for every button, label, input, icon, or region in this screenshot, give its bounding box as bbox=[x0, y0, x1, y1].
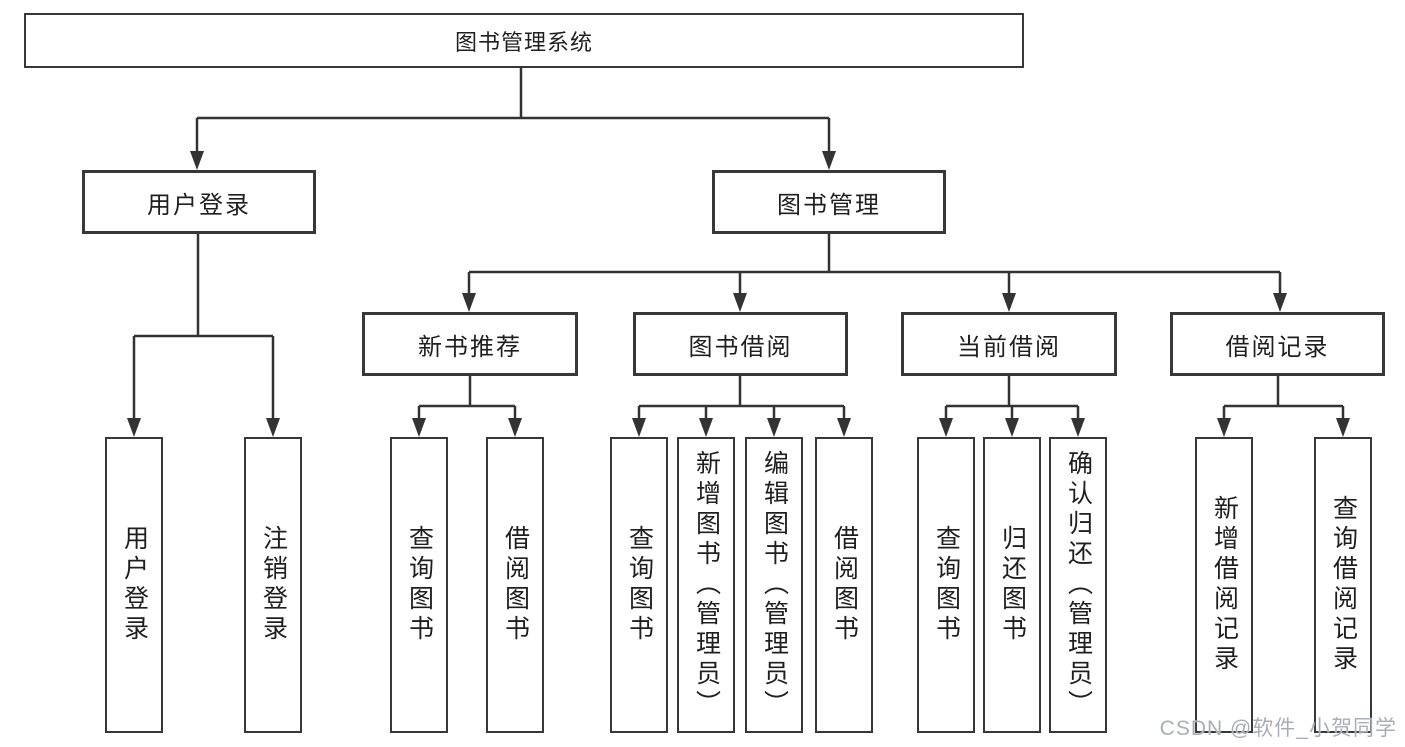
node-book-management: 图书管理 bbox=[712, 170, 946, 234]
node-label: 编辑图书（管理员） bbox=[760, 450, 789, 720]
leaf-confirm-return-admin: 确认归还（管理员） bbox=[1049, 437, 1107, 733]
node-label: 查询图书 bbox=[625, 525, 654, 645]
node-book-borrow: 图书借阅 bbox=[633, 312, 848, 376]
node-label: 查询借阅记录 bbox=[1329, 495, 1358, 675]
connector-records-to-children bbox=[1222, 376, 1345, 419]
node-system-root: 图书管理系统 bbox=[24, 13, 1024, 68]
node-label: 归还图书 bbox=[998, 525, 1027, 645]
arrowheads bbox=[127, 151, 1350, 437]
leaf-edit-books-admin: 编辑图书（管理员） bbox=[745, 437, 803, 733]
node-label: 借阅记录 bbox=[1225, 333, 1330, 361]
leaf-borrow-books: 借阅图书 bbox=[815, 437, 873, 733]
leaf-return-books: 归还图书 bbox=[983, 437, 1041, 733]
node-label: 新增借阅记录 bbox=[1210, 495, 1239, 675]
node-label: 图书管理系统 bbox=[454, 29, 593, 55]
node-label: 注销登录 bbox=[259, 525, 288, 645]
node-label: 用户登录 bbox=[147, 191, 251, 219]
leaf-add-borrow-record: 新增借阅记录 bbox=[1195, 437, 1253, 733]
node-current-borrow: 当前借阅 bbox=[901, 312, 1117, 376]
leaf-query-borrow-record: 查询借阅记录 bbox=[1314, 437, 1372, 733]
connector-borrow-to-children bbox=[637, 376, 846, 419]
leaf-user-login: 用户登录 bbox=[105, 437, 163, 733]
node-label: 用户登录 bbox=[120, 525, 149, 645]
node-new-book-recommend: 新书推荐 bbox=[362, 312, 578, 376]
node-user-login: 用户登录 bbox=[82, 170, 316, 234]
connector-login-to-children bbox=[132, 234, 275, 419]
node-label: 新增图书（管理员） bbox=[692, 450, 721, 720]
connector-root-to-level2 bbox=[195, 68, 831, 152]
node-label: 借阅图书 bbox=[830, 525, 859, 645]
node-label: 确认归还（管理员） bbox=[1064, 450, 1093, 720]
node-label: 图书借阅 bbox=[688, 333, 793, 361]
node-label: 当前借阅 bbox=[957, 333, 1061, 361]
leaf-logout: 注销登录 bbox=[244, 437, 302, 733]
leaf-query-books: 查询图书 bbox=[917, 437, 975, 733]
leaf-add-books-admin: 新增图书（管理员） bbox=[677, 437, 735, 733]
connector-current-to-children bbox=[944, 376, 1080, 419]
node-label: 查询图书 bbox=[405, 525, 434, 645]
node-label: 新书推荐 bbox=[418, 333, 522, 361]
csdn-watermark: CSDN @软件_小贺同学 bbox=[1159, 717, 1397, 740]
leaf-query-books: 查询图书 bbox=[610, 437, 668, 733]
node-label: 查询图书 bbox=[932, 525, 961, 645]
node-label: 借阅图书 bbox=[501, 525, 530, 645]
connector-recommend-to-children bbox=[417, 376, 517, 419]
node-borrow-records: 借阅记录 bbox=[1170, 312, 1385, 376]
leaf-borrow-books: 借阅图书 bbox=[486, 437, 544, 733]
connector-manage-to-level3 bbox=[467, 234, 1282, 294]
node-label: 图书管理 bbox=[777, 191, 881, 219]
leaf-query-books: 查询图书 bbox=[390, 437, 448, 733]
